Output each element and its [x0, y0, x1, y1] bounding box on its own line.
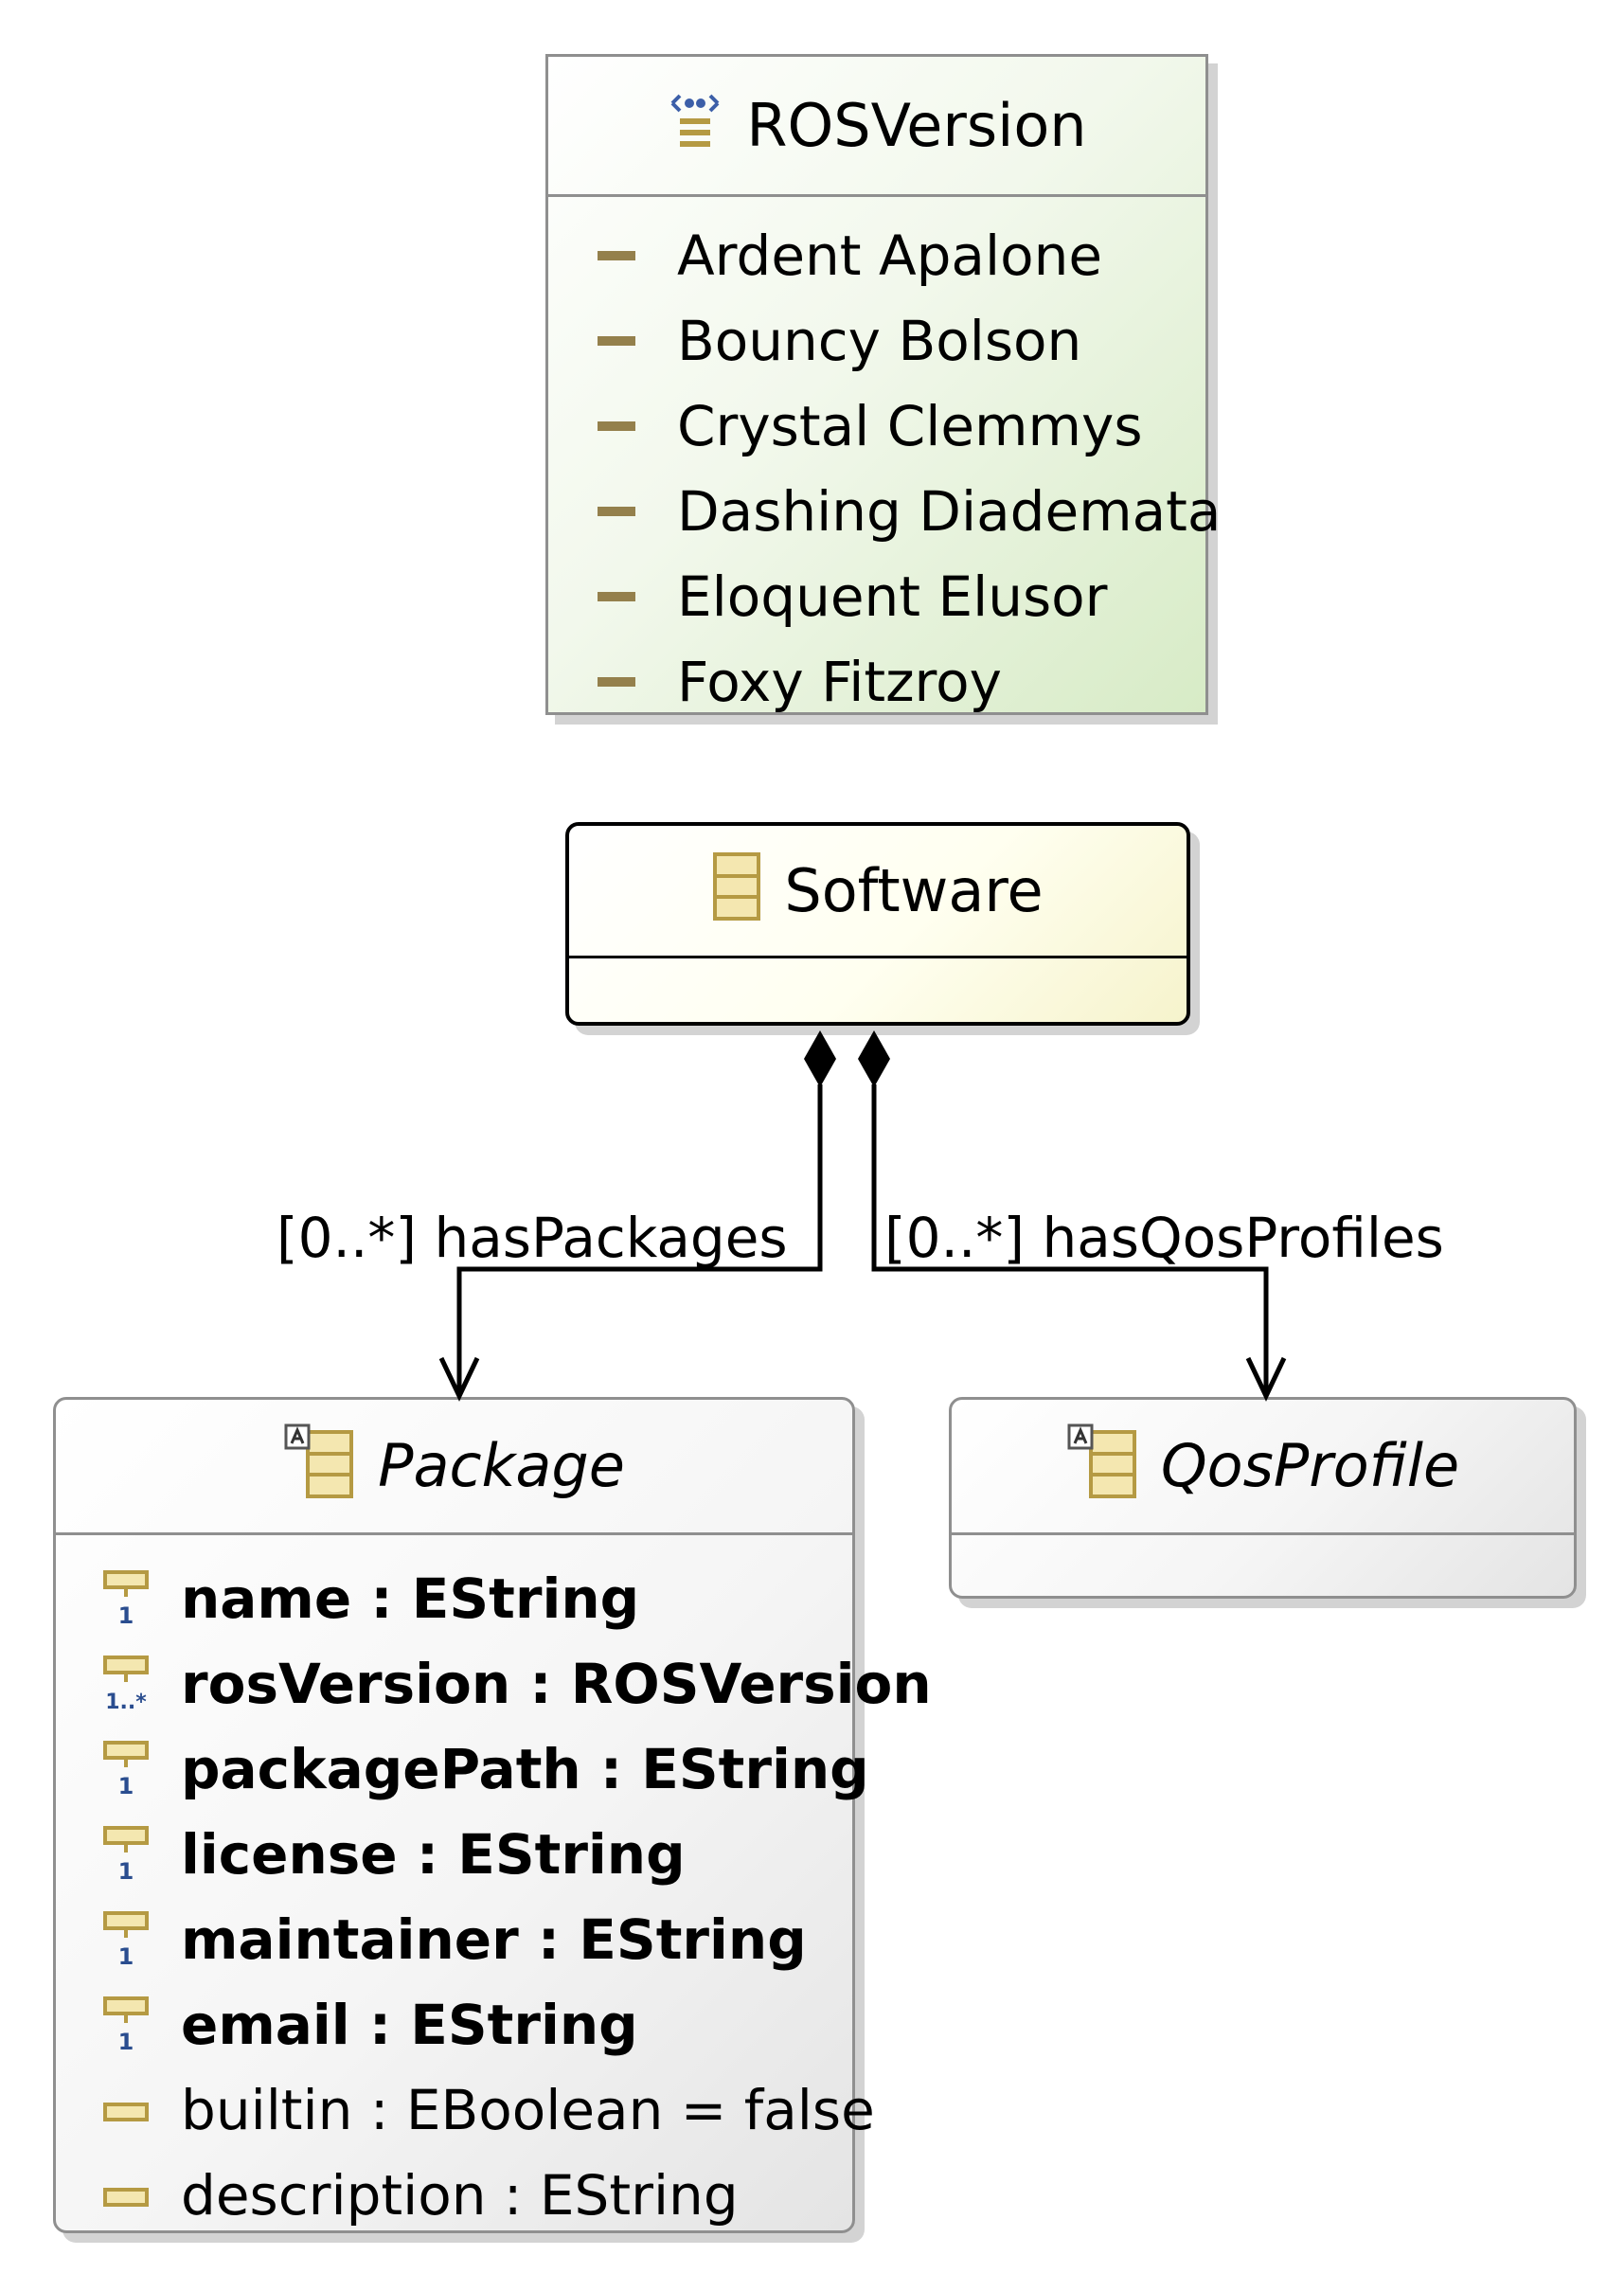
enum-literal[interactable]: Dashing Diademata [548, 469, 1221, 554]
attribute-icon: 1 [103, 1996, 149, 2055]
enum-literal[interactable]: Eloquent Elusor [548, 554, 1205, 639]
enum-literals: Ardent Apalone Bouncy Bolson Crystal Cle… [548, 213, 1221, 725]
svg-text:1: 1 [118, 1773, 134, 1799]
attribute-row[interactable]: builtin : EBoolean = false [56, 2067, 875, 2153]
literal-icon [598, 592, 635, 601]
attribute-icon [103, 2103, 149, 2121]
software-title: Software [784, 855, 1044, 925]
svg-text:1: 1 [118, 2029, 134, 2055]
attribute-icon: 1 [103, 1741, 149, 1799]
attribute-row[interactable]: 1..* rosVersion : ROSVersion [56, 1641, 932, 1727]
enum-title: ROSVersion [746, 90, 1087, 160]
literal-icon [598, 507, 635, 516]
composition-diamond [804, 1030, 836, 1087]
attribute-icon: 1..* [103, 1656, 149, 1714]
enum-literal[interactable]: Foxy Fitzroy [548, 639, 1205, 725]
literal-icon [598, 336, 635, 346]
enum-literal[interactable]: Bouncy Bolson [548, 298, 1205, 384]
class-package[interactable]: Package 1 name : EString 1..* rosVersion… [53, 1397, 932, 2233]
attribute-row[interactable]: 1 license : EString [56, 1812, 852, 1897]
literal-icon [598, 251, 635, 260]
class-qosprofile[interactable]: QosProfile [949, 1397, 1577, 1599]
attribute-icon [103, 2188, 149, 2207]
navigable-arrowhead [438, 1356, 480, 1402]
class-icon [712, 851, 761, 931]
enum-literal[interactable]: Ardent Apalone [548, 213, 1205, 298]
enum-literal[interactable]: Crystal Clemmys [548, 384, 1205, 469]
attribute-icon: 1 [103, 1911, 149, 1970]
composition-diamond [858, 1030, 890, 1087]
attribute-icon: 1 [103, 1826, 149, 1885]
attribute-row[interactable]: 1 maintainer : EString [56, 1897, 852, 1982]
svg-text:1: 1 [118, 1858, 134, 1885]
package-title: Package [378, 1431, 625, 1500]
enum-icon [667, 90, 723, 162]
enum-rosversion[interactable]: ROSVersion Ardent Apalone Bouncy Bolson … [545, 54, 1221, 715]
qos-header: QosProfile [952, 1400, 1574, 1532]
enum-separator [548, 194, 1205, 197]
attribute-icon: 1 [103, 1570, 149, 1629]
literal-icon [598, 677, 635, 687]
abstract-class-icon [283, 1423, 355, 1510]
reference-haspackages-line[interactable] [438, 1030, 836, 1402]
attribute-row[interactable]: 1 name : EString [56, 1556, 852, 1641]
reference-hasqosprofiles-line[interactable] [858, 1030, 1287, 1402]
package-header: Package [56, 1400, 852, 1532]
attribute-row[interactable]: description : EString [56, 2153, 852, 2238]
svg-text:1..*: 1..* [105, 1691, 147, 1714]
navigable-arrowhead [1245, 1356, 1287, 1402]
package-attributes: 1 name : EString 1..* rosVersion : ROSVe… [56, 1556, 932, 2238]
svg-text:1: 1 [118, 1943, 134, 1970]
attribute-row[interactable]: 1 packagePath : EString [56, 1727, 869, 1812]
qos-separator [952, 1532, 1574, 1535]
reference-label-hasqosprofiles: [0..*] hasQosProfiles [884, 1206, 1444, 1270]
abstract-class-icon [1066, 1423, 1138, 1510]
qos-title: QosProfile [1160, 1431, 1460, 1500]
software-header: Software [569, 826, 1187, 956]
reference-label-haspackages: [0..*] hasPackages [277, 1206, 788, 1270]
attribute-row[interactable]: 1 email : EString [56, 1982, 852, 2067]
class-software[interactable]: Software [565, 822, 1190, 1026]
literal-icon [598, 421, 635, 431]
enum-header: ROSVersion [548, 57, 1205, 194]
software-separator [569, 956, 1187, 958]
svg-text:1: 1 [118, 1602, 134, 1629]
package-separator [56, 1532, 852, 1535]
